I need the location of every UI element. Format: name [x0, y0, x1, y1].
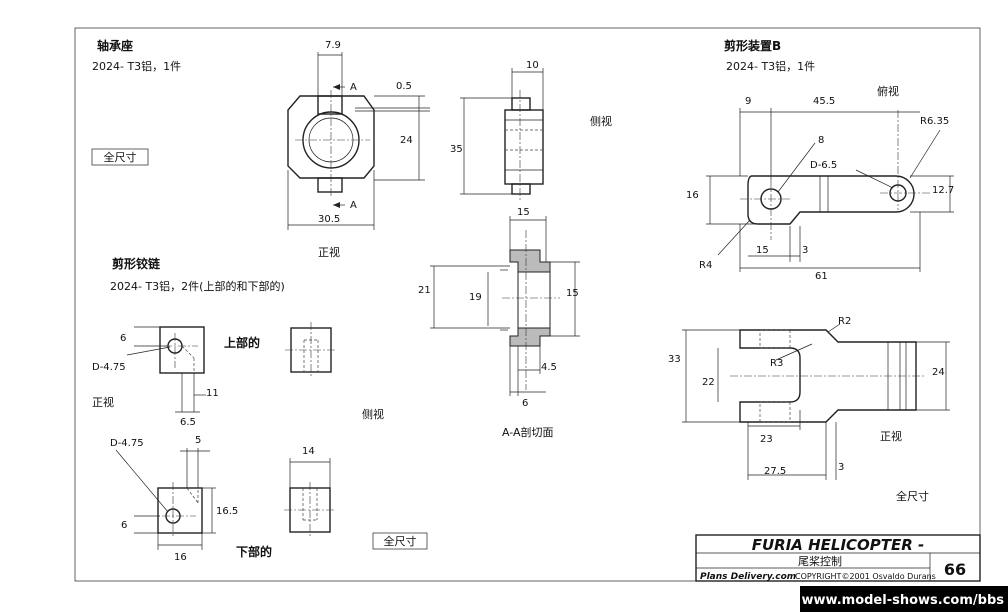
dim-side-height: 35 [450, 144, 463, 155]
dim-hole-upper: D-4.75 [92, 362, 126, 373]
dim-sec-bot1: 4.5 [541, 362, 557, 373]
dim-hole-lower: D-4.75 [110, 438, 144, 449]
hinge-upper-label: 上部的 [224, 335, 260, 350]
device-b-title: 剪形装置B [724, 38, 781, 53]
dim-length: 61 [815, 271, 828, 282]
scissor-hinge-material: 2024- T3铝，2件(上部的和下部的) [110, 279, 285, 293]
dim-hole-offset-upper: 6 [120, 333, 126, 344]
hinge-lower-front-view [157, 482, 203, 537]
dim-radius-end: R6.35 [920, 116, 949, 127]
dim-radius-r3: R3 [770, 358, 783, 369]
dim-top-lower: 5 [195, 435, 201, 446]
hinge-lower-label: 下部的 [236, 544, 272, 559]
dim-top-width: 7.9 [325, 40, 341, 51]
section-mark-a-top: A [350, 82, 357, 93]
device-b-front-label: 正视 [880, 429, 902, 443]
dim-radius-r2: R2 [838, 316, 851, 327]
bearing-seat-side-label: 侧视 [590, 114, 612, 128]
dim-slot: 22 [702, 377, 715, 388]
watermark-band [800, 586, 1008, 612]
dim-height-right: 12.7 [932, 185, 954, 196]
dim-radius-corner: R4 [699, 260, 712, 271]
dim-hole-a: 8 [818, 135, 824, 146]
bearing-seat-front-view [287, 84, 430, 208]
full-size-label-3: 全尺寸 [896, 489, 929, 503]
dim-sec-inner: 19 [469, 292, 482, 303]
bearing-seat-material: 2024- T3铝，1件 [92, 59, 181, 73]
bearing-seat-front-label: 正视 [318, 245, 340, 259]
dim-sec-bot2: 6 [522, 398, 528, 409]
dim-sec-top: 15 [517, 207, 530, 218]
bearing-seat-side-view [504, 90, 544, 200]
device-b-top-label: 俯视 [877, 84, 899, 98]
title-block-publisher: Plans Delivery.com [700, 572, 796, 582]
dim-left-offset: 9 [745, 96, 751, 107]
full-size-label-2: 全尺寸 [384, 534, 417, 548]
dim-height-left: 16 [686, 190, 699, 201]
device-b-front-view [730, 329, 924, 423]
title-block-subtitle: 尾桨控制 [798, 554, 842, 568]
device-b-material: 2024- T3铝，1件 [726, 59, 815, 73]
page-number: 66 [944, 560, 966, 579]
title-block [695, 534, 981, 582]
title-block-project: FURIA HELICOPTER - [752, 536, 925, 554]
hinge-upper-front-label: 正视 [92, 395, 114, 409]
dim-width: 30.5 [318, 214, 340, 225]
device-b-top-view [740, 110, 930, 240]
full-size-label-1: 全尺寸 [104, 150, 137, 164]
dim-bottom-b: 27.5 [764, 466, 786, 477]
dim-bottom-c: 3 [838, 462, 844, 473]
dim-sec-right: 15 [566, 288, 579, 299]
sheet-border [74, 27, 981, 582]
scissor-hinge-title: 剪形铰链 [112, 256, 161, 271]
dim-right-upper: 11 [206, 388, 219, 399]
section-mark-a-bottom: A [350, 200, 357, 211]
dim-side-width-hinge: 14 [302, 446, 315, 457]
bearing-seat-section-view [500, 230, 560, 390]
watermark-text: www.model-shows.com/bbs [802, 593, 1005, 608]
title-block-copyright: COPYRIGHT©2001 Osvaldo Durans [795, 572, 936, 581]
bearing-seat-section-label: A-A剖切面 [502, 425, 554, 439]
hinge-upper-side-view [285, 322, 337, 378]
dim-sec-left: 21 [418, 285, 431, 296]
hinge-side-label: 侧视 [362, 407, 384, 421]
dim-step: 15 [756, 245, 769, 256]
dim-front-height: 33 [668, 354, 681, 365]
dim-step-gap: 3 [802, 245, 808, 256]
dim-bottom-upper: 6.5 [180, 417, 196, 428]
full-size-box-1 [91, 148, 149, 166]
dim-height: 24 [400, 135, 413, 146]
dim-bottom-a: 23 [760, 434, 773, 445]
dim-right-height: 24 [932, 367, 945, 378]
dim-side-width: 10 [526, 60, 539, 71]
dim-hole-b: D-6.5 [810, 160, 837, 171]
dim-width-lower: 16 [174, 552, 187, 563]
hinge-lower-side-view [284, 482, 336, 538]
bearing-seat-title: 轴承座 [97, 38, 133, 53]
dim-hole-offset-lower: 6 [121, 520, 127, 531]
dim-height-lower: 16.5 [216, 506, 238, 517]
full-size-box-2 [372, 532, 428, 550]
dim-span: 45.5 [813, 96, 835, 107]
dim-gap: 0.5 [396, 81, 412, 92]
hinge-upper-front-view [159, 326, 205, 374]
